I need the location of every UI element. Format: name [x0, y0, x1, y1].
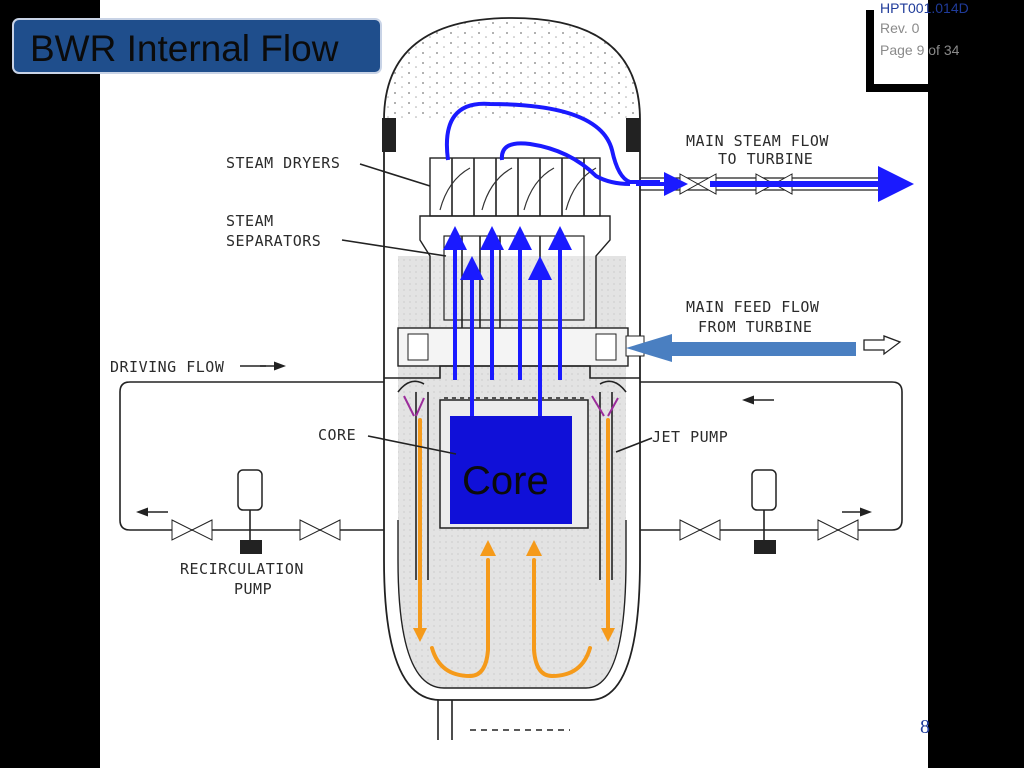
driving-flow-nozzles — [403, 395, 619, 417]
slide-number: 8 — [920, 716, 930, 738]
label-main-steam-1: MAIN STEAM FLOW — [686, 132, 829, 150]
steam-separators — [419, 215, 611, 331]
doc-info-panel — [874, 10, 928, 84]
steam-flow-arrows — [443, 101, 914, 416]
label-recirculation-1: RECIRCULATION — [180, 560, 304, 578]
slide-title: BWR Internal Flow — [30, 28, 339, 69]
core-box-label: Core — [462, 459, 549, 503]
recirculation-arrowheads — [413, 540, 615, 642]
vessel-flange-left — [382, 118, 396, 152]
label-driving-flow: DRIVING FLOW — [110, 358, 225, 376]
label-main-steam-2: TO TURBINE — [718, 150, 813, 168]
doc-revision: Rev. 0 — [880, 20, 920, 36]
label-leaders — [240, 163, 653, 455]
doc-page: Page 9 of 34 — [880, 42, 960, 58]
label-core: CORE — [318, 426, 356, 444]
label-recirculation-2: PUMP — [234, 580, 272, 598]
label-main-feed-2: FROM TURBINE — [698, 318, 812, 336]
slide-title-box: BWR Internal Flow — [12, 18, 382, 74]
doc-id: HPT001.014D — [880, 0, 969, 16]
vessel-flange-right — [626, 118, 640, 152]
recirculation-loop-left — [119, 361, 384, 554]
feed-flow-arrow — [626, 334, 902, 362]
label-steam-separators-2: SEPARATORS — [226, 232, 321, 250]
label-steam-dryers: STEAM DRYERS — [226, 154, 340, 172]
label-steam-separators-1: STEAM — [226, 212, 274, 230]
steam-dryers — [429, 157, 601, 217]
label-main-feed-1: MAIN FEED FLOW — [686, 298, 820, 316]
recirculation-loop-right — [640, 381, 903, 554]
core-block — [450, 416, 572, 524]
recirculation-flow-arrows — [418, 418, 610, 679]
label-jet-pump: JET PUMP — [652, 428, 728, 446]
